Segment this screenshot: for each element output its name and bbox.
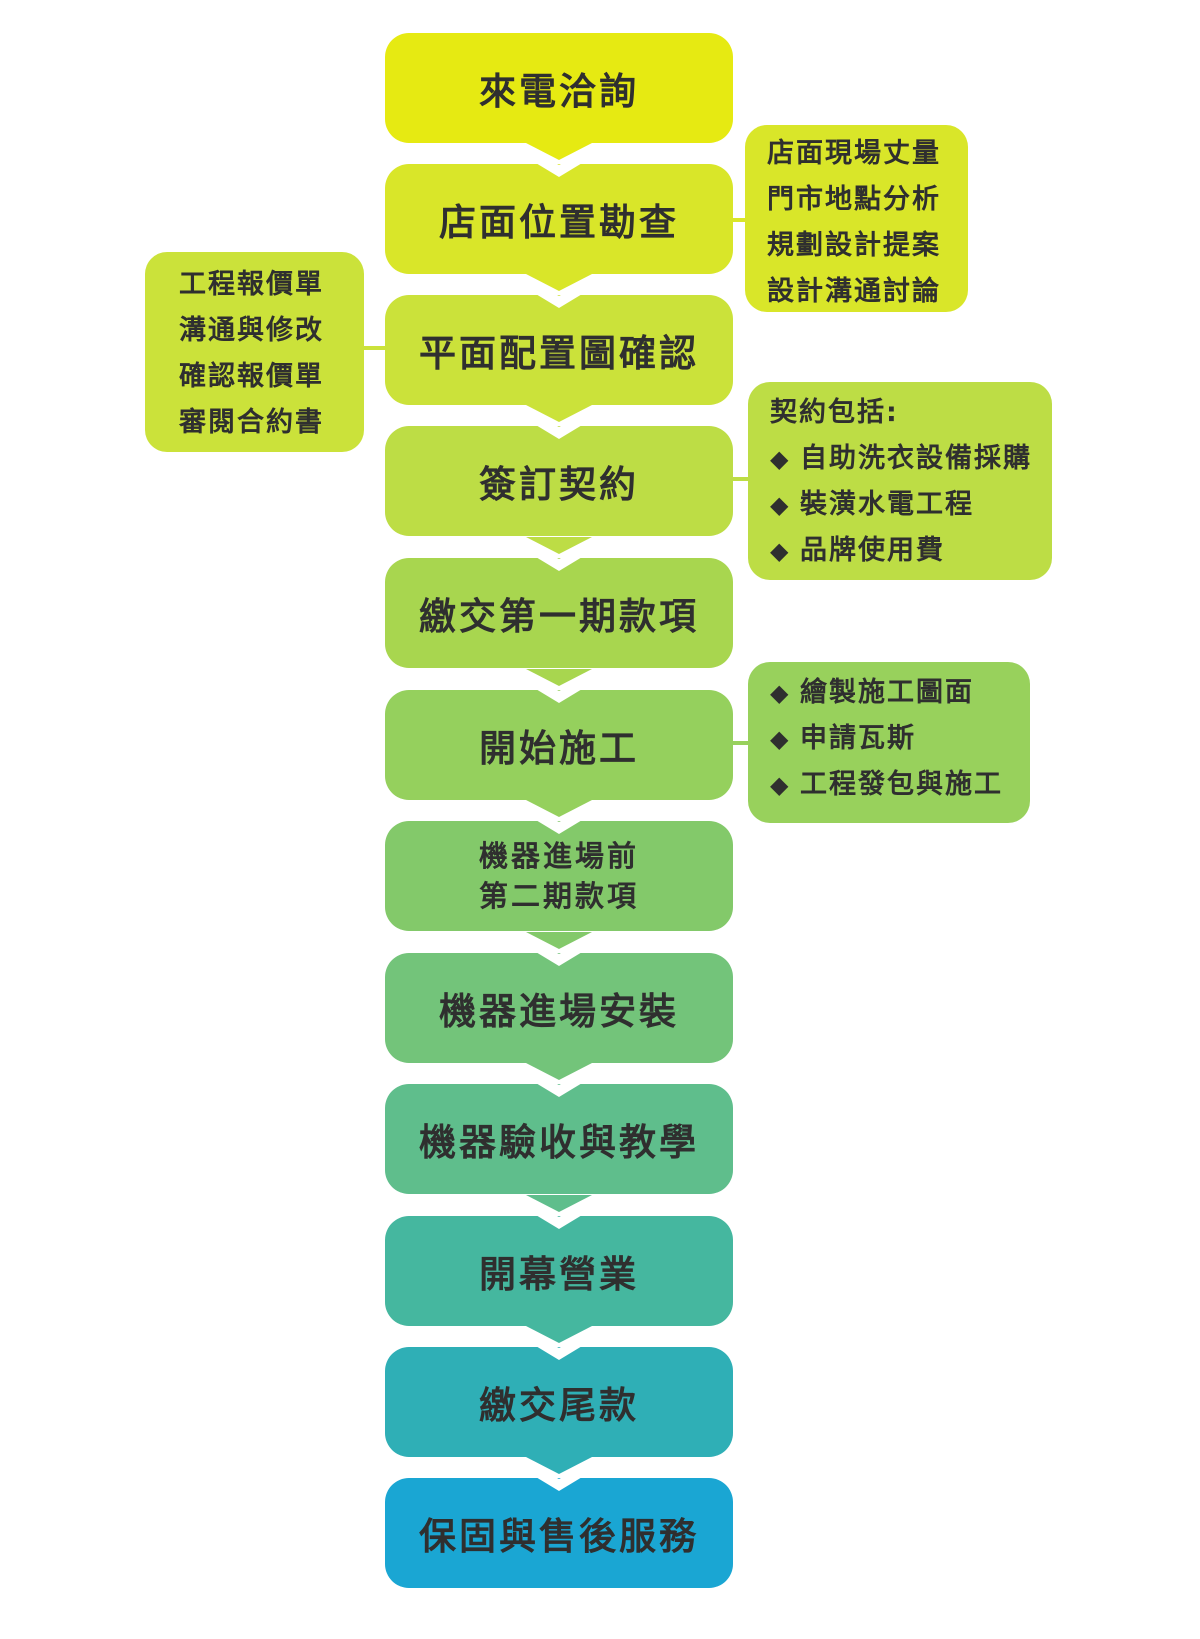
note-construction-tasks: ◆繪製施工圖面 ◆申請瓦斯 ◆工程發包與施工 (748, 662, 1030, 823)
diamond-bullet-icon: ◆ (770, 725, 791, 753)
connector-survey (733, 218, 745, 222)
step-machine-install: 機器進場安裝 (385, 953, 733, 1063)
step-label: 來電洽詢 (479, 70, 639, 113)
step-inquiry: 來電洽詢 (385, 33, 733, 143)
note-site-survey: 店面現場丈量 門市地點分析 規劃設計提案 設計溝通討論 (745, 125, 968, 312)
flow-arrow (516, 537, 602, 571)
step-label: 繳交第一期款項 (419, 595, 699, 638)
note-line: 溝通與修改 (179, 315, 324, 346)
flow-arrow (516, 405, 602, 439)
note-line: 門市地點分析 (767, 184, 941, 215)
step-grand-opening: 開幕營業 (385, 1216, 733, 1326)
step-label: 開幕營業 (479, 1253, 639, 1296)
connector-layout (363, 346, 385, 350)
step-second-payment: 機器進場前 第二期款項 (385, 821, 733, 931)
note-line: 確認報價單 (179, 361, 324, 392)
diamond-bullet-icon: ◆ (770, 445, 791, 473)
flow-arrow (516, 1195, 602, 1229)
step-final-payment: 繳交尾款 (385, 1347, 733, 1457)
step-layout-confirm: 平面配置圖確認 (385, 295, 733, 405)
step-warranty-service: 保固與售後服務 (385, 1478, 733, 1588)
note-line: 規劃設計提案 (767, 230, 941, 261)
diamond-bullet-icon: ◆ (770, 679, 791, 707)
note-line: 設計溝通討論 (767, 276, 941, 307)
note-line: 審閱合約書 (179, 407, 324, 438)
step-label: 繳交尾款 (479, 1384, 639, 1427)
diamond-bullet-icon: ◆ (770, 771, 791, 799)
step-label: 保固與售後服務 (419, 1515, 699, 1558)
note-line: 工程報價單 (179, 269, 324, 300)
diamond-bullet-icon: ◆ (770, 491, 791, 519)
note-contract-contents: 契約包括: ◆自助洗衣設備採購 ◆裝潢水電工程 ◆品牌使用費 (748, 382, 1052, 580)
note-heading: 契約包括: (770, 397, 899, 428)
step-first-payment: 繳交第一期款項 (385, 558, 733, 668)
step-label: 機器進場安裝 (439, 990, 679, 1033)
step-label: 機器驗收與教學 (419, 1121, 699, 1164)
note-bullet-item: ◆工程發包與施工 (770, 762, 1030, 808)
step-label: 機器進場前 第二期款項 (478, 839, 639, 913)
note-line: 店面現場丈量 (767, 138, 941, 169)
flow-arrow (516, 800, 602, 834)
step-site-survey: 店面位置勘查 (385, 164, 733, 274)
note-bullet-item: ◆自助洗衣設備採購 (770, 436, 1052, 482)
step-label: 開始施工 (479, 727, 639, 770)
note-bullet-item: ◆繪製施工圖面 (770, 670, 1030, 716)
flow-arrow (516, 1063, 602, 1097)
flow-arrow (516, 1457, 602, 1491)
flow-arrow (516, 274, 602, 308)
note-bullet-item: ◆申請瓦斯 (770, 716, 1030, 762)
step-construction: 開始施工 (385, 690, 733, 800)
flow-arrow (516, 932, 602, 966)
step-acceptance-training: 機器驗收與教學 (385, 1084, 733, 1194)
step-label: 簽訂契約 (479, 463, 639, 506)
connector-construction (733, 741, 748, 745)
step-sign-contract: 簽訂契約 (385, 426, 733, 536)
note-bullet-item: ◆裝潢水電工程 (770, 482, 1052, 528)
diamond-bullet-icon: ◆ (770, 537, 791, 565)
connector-contract (733, 477, 748, 481)
note-bullet-item: ◆品牌使用費 (770, 528, 1052, 574)
step-label: 平面配置圖確認 (419, 332, 699, 375)
flow-arrow (516, 669, 602, 703)
note-quotation: 工程報價單 溝通與修改 確認報價單 審閱合約書 (145, 252, 364, 452)
flow-arrow (516, 143, 602, 177)
step-label: 店面位置勘查 (439, 201, 679, 244)
flow-arrow (516, 1326, 602, 1360)
